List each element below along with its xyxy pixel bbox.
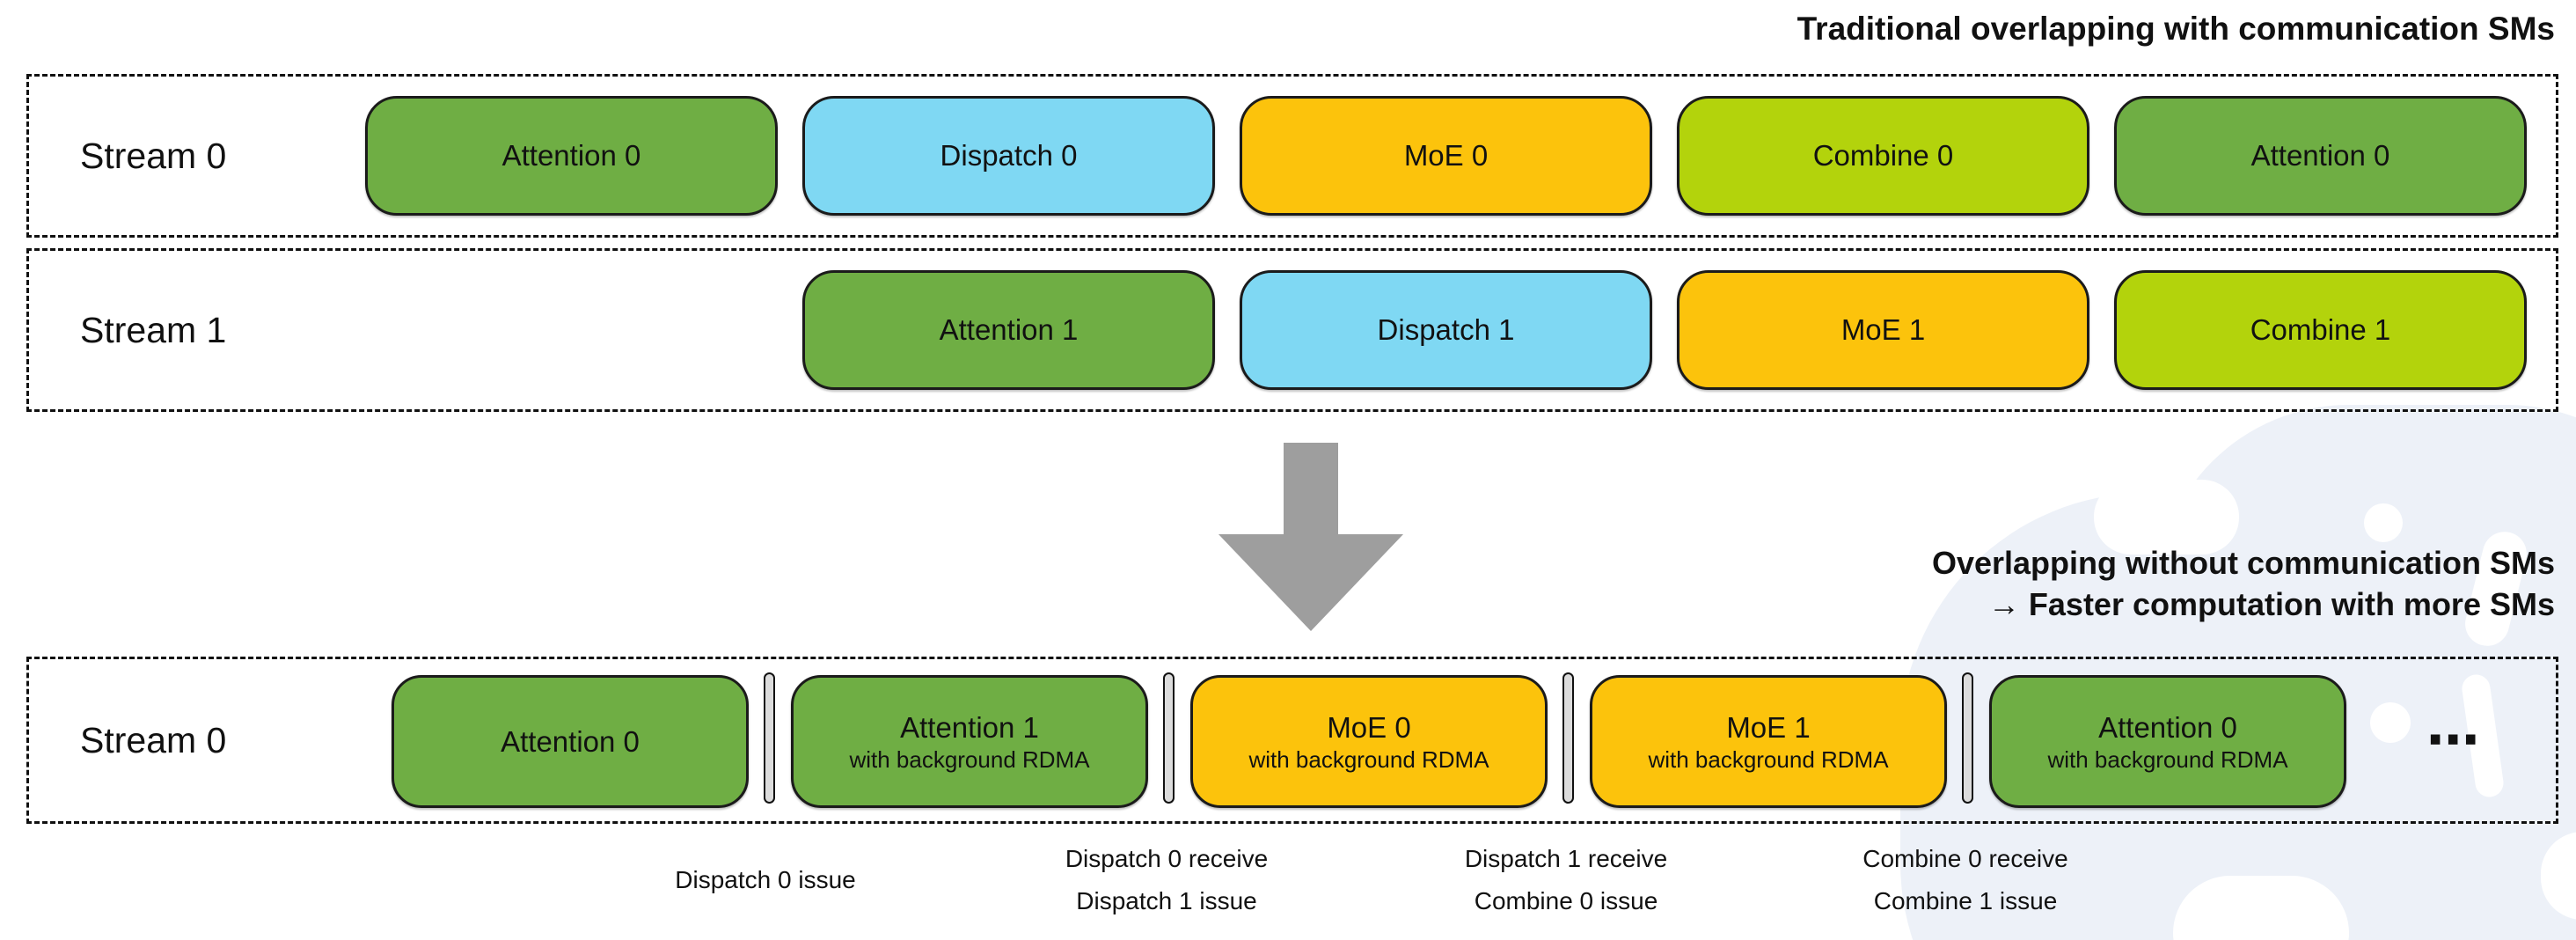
stream-switch-separator bbox=[1562, 672, 1574, 804]
block-label: Dispatch 1 bbox=[1377, 313, 1515, 346]
watermark-highlight bbox=[2364, 503, 2403, 542]
block-moe-0: MoE 0 bbox=[1240, 96, 1652, 216]
milestone-line: Combine 1 issue bbox=[1873, 887, 2058, 914]
block-attention-0: Attention 0 bbox=[365, 96, 778, 216]
block-attention-0-next: Attention 0 bbox=[2114, 96, 2527, 216]
down-arrow-icon bbox=[1284, 443, 1338, 536]
milestone-line: Combine 0 issue bbox=[1474, 887, 1658, 914]
fused-block-attention-0: Attention 0 bbox=[392, 675, 749, 808]
block-label: MoE 1 bbox=[1841, 313, 1926, 346]
milestone-line: Dispatch 0 receive bbox=[1065, 845, 1269, 872]
block-label: Attention 1 bbox=[939, 313, 1079, 346]
milestone-dispatch1-receive: Dispatch 1 receive Combine 0 issue bbox=[1372, 837, 1760, 923]
block-title: Attention 0 bbox=[2098, 710, 2237, 744]
block-label: Combine 1 bbox=[2250, 313, 2391, 346]
block-dispatch-0: Dispatch 0 bbox=[802, 96, 1215, 216]
block-combine-1: Combine 1 bbox=[2114, 270, 2527, 390]
milestone-line: Combine 0 receive bbox=[1862, 845, 2068, 872]
traditional-stream1-box: Stream 1 Attention 1 Dispatch 1 MoE 1 Co… bbox=[26, 248, 2558, 412]
watermark-highlight bbox=[2370, 702, 2411, 743]
milestone-dispatch0-issue: Dispatch 0 issue bbox=[572, 837, 959, 923]
block-title: Attention 1 bbox=[900, 710, 1039, 744]
milestone-dispatch0-receive: Dispatch 0 receive Dispatch 1 issue bbox=[973, 837, 1360, 923]
fused-stream0-label: Stream 0 bbox=[80, 719, 227, 760]
fused-block-attention-0-next: Attention 0 with background RDMA bbox=[1989, 675, 2346, 808]
block-label: Combine 0 bbox=[1812, 139, 1954, 172]
milestone-combine0-receive: Combine 0 receive Combine 1 issue bbox=[1772, 837, 2159, 923]
block-label: Attention 0 bbox=[2250, 139, 2390, 172]
milestone-line: Dispatch 1 receive bbox=[1464, 845, 1668, 872]
stream-switch-separator bbox=[1962, 672, 1973, 804]
milestone-line: Dispatch 1 issue bbox=[1076, 887, 1257, 914]
traditional-stream0-box: Stream 0 Attention 0 Dispatch 0 MoE 0 Co… bbox=[26, 74, 2558, 238]
block-label: MoE 0 bbox=[1403, 139, 1489, 172]
fused-block-moe-0: MoE 0 with background RDMA bbox=[1190, 675, 1548, 808]
overlap-caption: Overlapping without communication SMs → … bbox=[1932, 542, 2555, 625]
block-dispatch-1: Dispatch 1 bbox=[1240, 270, 1652, 390]
overlap-caption-line2: → Faster computation with more SMs bbox=[1987, 586, 2555, 622]
watermark-highlight bbox=[2173, 876, 2349, 940]
block-title: MoE 0 bbox=[1327, 710, 1411, 744]
block-combine-0: Combine 0 bbox=[1677, 96, 2089, 216]
block-subtitle: with background RDMA bbox=[849, 745, 1090, 773]
overlap-caption-line1: Overlapping without communication SMs bbox=[1931, 545, 2555, 581]
block-subtitle: with background RDMA bbox=[2047, 745, 2288, 773]
stream-switch-separator bbox=[1163, 672, 1175, 804]
fused-block-attention-1: Attention 1 with background RDMA bbox=[791, 675, 1148, 808]
fused-stream0-box: Stream 0 Attention 0 Attention 1 with ba… bbox=[26, 657, 2558, 824]
milestone-line: Dispatch 0 issue bbox=[675, 866, 856, 893]
block-moe-1: MoE 1 bbox=[1677, 270, 2089, 390]
block-label: Dispatch 0 bbox=[940, 139, 1078, 172]
stream-switch-separator bbox=[764, 672, 775, 804]
traditional-caption: Traditional overlapping with communicati… bbox=[1797, 11, 2555, 47]
stream0-label: Stream 0 bbox=[80, 135, 227, 176]
block-title: MoE 1 bbox=[1726, 710, 1811, 744]
stream1-label: Stream 1 bbox=[80, 309, 227, 350]
watermark-highlight bbox=[2094, 480, 2239, 554]
down-arrow-icon-head bbox=[1218, 534, 1403, 631]
block-subtitle: with background RDMA bbox=[1248, 745, 1489, 773]
block-attention-1: Attention 1 bbox=[802, 270, 1215, 390]
continuation-ellipsis: ⋯ bbox=[2426, 710, 2483, 769]
block-subtitle: with background RDMA bbox=[1648, 745, 1889, 773]
fused-block-moe-1: MoE 1 with background RDMA bbox=[1590, 675, 1947, 808]
block-title: Attention 0 bbox=[501, 724, 640, 758]
block-label: Attention 0 bbox=[501, 139, 641, 172]
